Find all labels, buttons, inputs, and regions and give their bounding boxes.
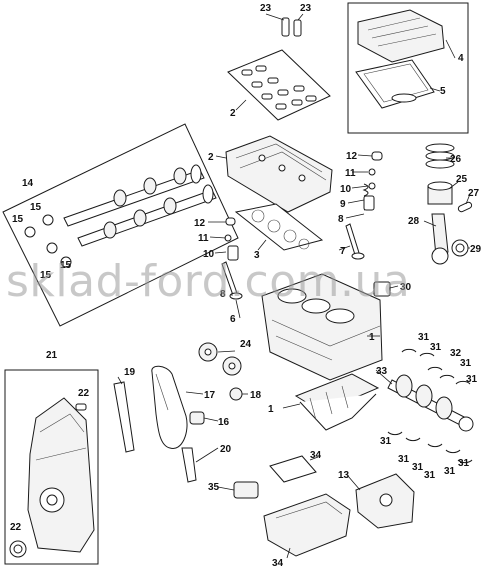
callout-3: 3 [254, 250, 260, 261]
callout-16: 16 [218, 417, 230, 428]
callout-21: 21 [46, 350, 58, 361]
callout-31: 31 [466, 374, 478, 385]
callout-34: 34 [272, 558, 284, 567]
callout-4: 4 [458, 53, 464, 64]
part-23-sensors [281, 17, 302, 37]
callout-31: 31 [460, 358, 472, 369]
part-15-seals [24, 214, 72, 268]
callout-10: 10 [340, 184, 352, 195]
callout-10: 10 [203, 249, 215, 260]
leader-lines [117, 13, 471, 559]
callout-32: 32 [450, 348, 462, 359]
part-20-chain-guide [181, 447, 197, 483]
callout-8: 8 [338, 214, 344, 225]
part-28-connecting-rod [431, 213, 449, 265]
callout-14: 14 [22, 178, 34, 189]
callout-5: 5 [440, 86, 446, 97]
part-17-timing-chain [151, 365, 188, 449]
camshaft-exhaust [77, 184, 217, 247]
callout-31: 31 [444, 466, 456, 477]
part-25-piston [427, 181, 453, 205]
watermark-text: sklad-ford.com.ua [6, 256, 410, 307]
part-13-oil-pump [355, 473, 415, 529]
part-3-head-gasket [234, 203, 324, 251]
callout-23: 23 [260, 3, 272, 14]
part-19-chain-guide [113, 381, 135, 453]
part-1-cylinder-block [261, 273, 383, 381]
part-33-crankshaft [387, 374, 474, 432]
part-34-bracket [269, 455, 317, 483]
callout-15: 15 [60, 260, 72, 271]
callout-31: 31 [424, 470, 436, 481]
part-31-main-bearings [387, 348, 473, 464]
part-18-tensioner-gear [229, 387, 243, 401]
callout-15: 15 [12, 214, 24, 225]
callout-34: 34 [310, 450, 322, 461]
callout-29: 29 [470, 244, 482, 255]
part-22-seals [9, 403, 87, 558]
callout-22: 22 [10, 522, 22, 533]
part-29-rod-bearing [451, 239, 469, 257]
callout-12: 12 [346, 151, 358, 162]
callout-33: 33 [376, 366, 388, 377]
part-1-bedplate [294, 373, 380, 431]
callout-27: 27 [468, 188, 480, 199]
callout-2: 2 [230, 108, 236, 119]
camshaft-intake [63, 164, 205, 227]
callout-2: 2 [208, 152, 214, 163]
callout-7: 7 [340, 246, 346, 257]
callout-1: 1 [268, 404, 274, 415]
callout-1: 1 [369, 332, 375, 343]
callout-9: 9 [340, 199, 346, 210]
part-26-piston-rings [425, 143, 455, 169]
callout-30: 30 [400, 282, 412, 293]
valve-train-left [221, 217, 243, 300]
part-30-block-cover [373, 281, 391, 297]
callout-24: 24 [240, 339, 252, 350]
callout-22: 22 [78, 388, 90, 399]
camshaft-frame [2, 123, 239, 327]
callout-31: 31 [412, 462, 424, 473]
callout-31: 31 [398, 454, 410, 465]
callout-17: 17 [204, 390, 216, 401]
callout-13: 13 [338, 470, 350, 481]
part-4-valve-cover [357, 9, 445, 63]
callout-6: 6 [230, 314, 236, 325]
callout-35: 35 [208, 482, 220, 493]
part-21-timing-cover [27, 397, 95, 553]
part-5-valve-cover-gasket [355, 59, 435, 109]
part-27-piston-pin [457, 201, 473, 213]
callout-20: 20 [220, 444, 232, 455]
part-35-oil-filter [233, 481, 259, 499]
callout-31: 31 [418, 332, 430, 343]
part-2-rocker-set [227, 49, 331, 121]
callout-15: 15 [40, 270, 52, 281]
callout-19: 19 [124, 367, 136, 378]
part-24-sprockets [198, 342, 242, 376]
callout-11: 11 [198, 233, 209, 244]
timing-cover-frame [4, 369, 99, 565]
callout-11: 11 [345, 168, 356, 179]
callout-25: 25 [456, 174, 468, 185]
callout-31: 31 [458, 458, 470, 469]
callout-15: 15 [30, 202, 42, 213]
callout-labels: 23 23 4 5 2 2 3 6 7 8 8 9 10 10 11 11 12… [10, 3, 482, 567]
callout-8: 8 [220, 289, 226, 300]
valve-cover-frame [347, 2, 469, 134]
callout-31: 31 [380, 436, 392, 447]
part-34-oil-pan [263, 493, 351, 557]
callout-28: 28 [408, 216, 420, 227]
callout-26: 26 [450, 154, 462, 165]
callout-23: 23 [300, 3, 312, 14]
callout-18: 18 [250, 390, 262, 401]
callout-31: 31 [430, 342, 442, 353]
callout-12: 12 [194, 218, 206, 229]
part-16-tensioner [189, 411, 205, 425]
part-2-cylinder-head [225, 135, 333, 213]
